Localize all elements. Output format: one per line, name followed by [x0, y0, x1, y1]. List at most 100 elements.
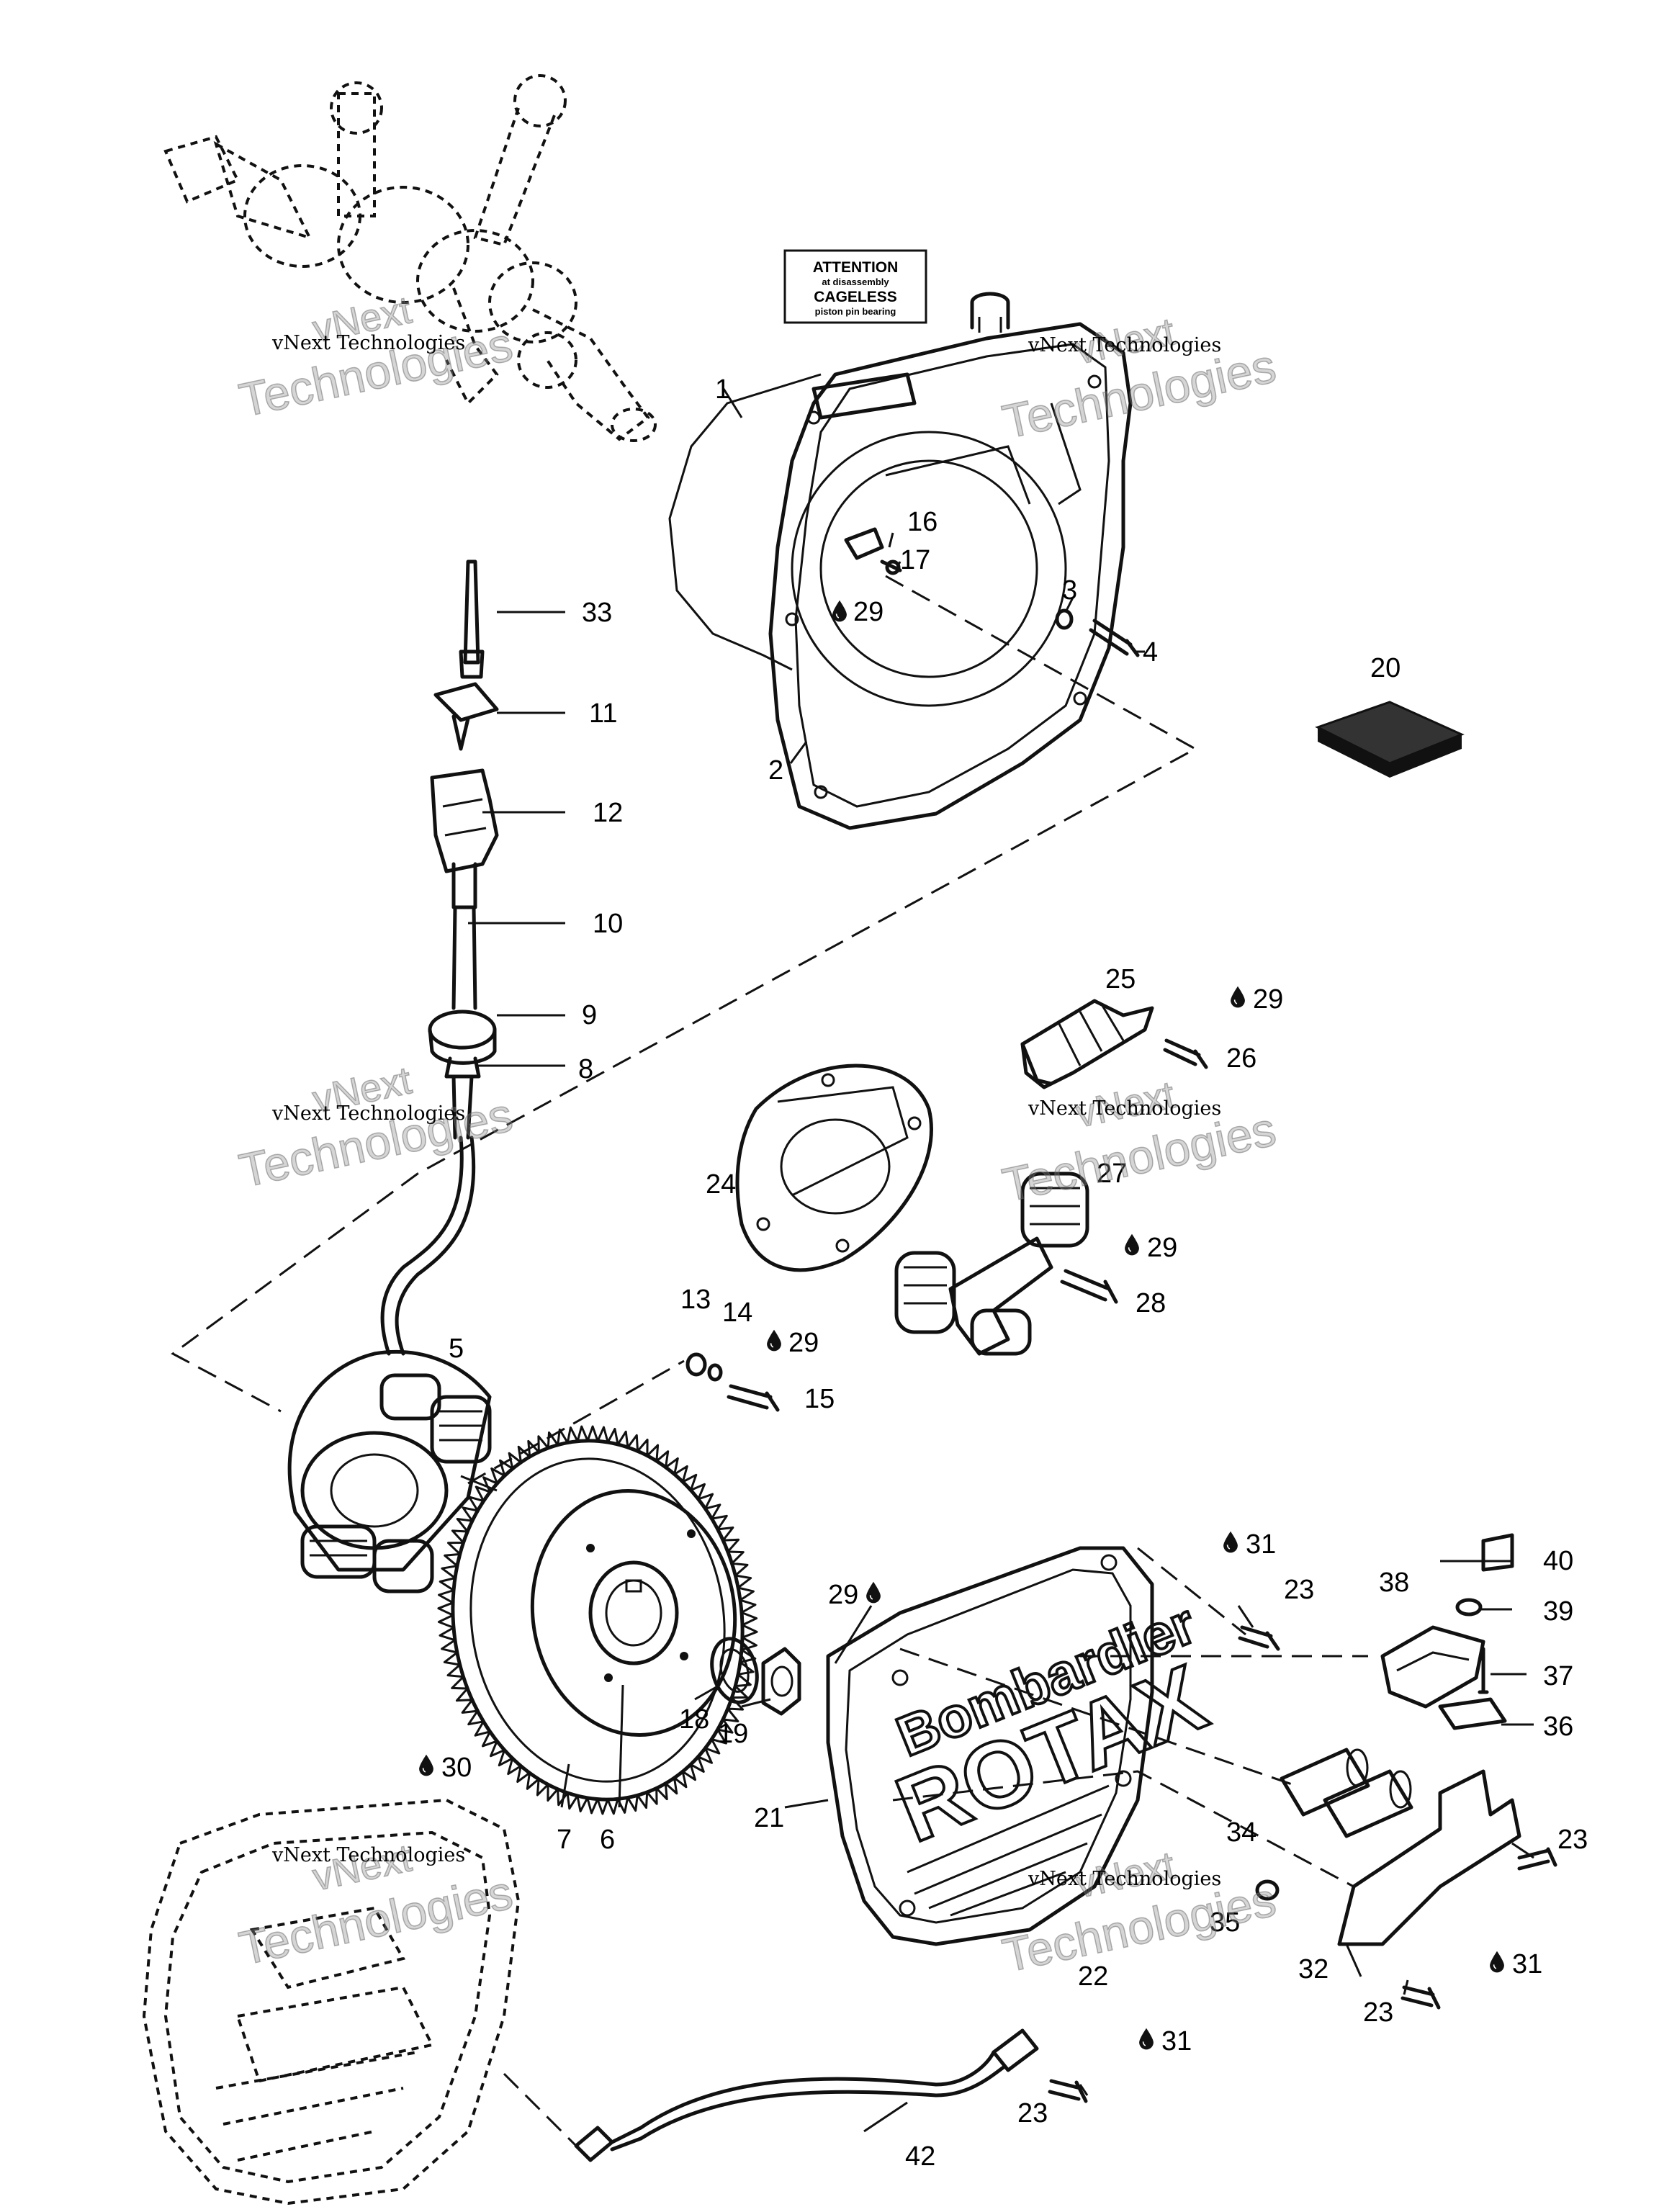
callout-32: 32 [1298, 1954, 1328, 1984]
callout-27: 27 [1097, 1159, 1127, 1189]
callout-23c: 23 [1363, 1997, 1393, 2028]
screw-28 [1060, 1269, 1118, 1304]
stator-5 [287, 1350, 498, 1593]
callout-23a: 23 [1284, 1575, 1314, 1605]
callout-5: 5 [449, 1334, 464, 1364]
screw-40 [1481, 1533, 1514, 1572]
callout-14: 14 [722, 1298, 752, 1328]
sleeves-34 [1280, 1748, 1413, 1838]
callout-28: 28 [1136, 1288, 1166, 1318]
attention-label-plate: ATTENTION at disassembly CAGELESS piston… [783, 249, 927, 324]
alignment-dashes [171, 575, 1368, 2147]
callout-4: 4 [1143, 637, 1158, 667]
callout-2: 2 [768, 755, 783, 786]
callout-26: 26 [1226, 1043, 1256, 1074]
screw-23c [1401, 1985, 1441, 2010]
callout-29b: 29 [1253, 984, 1283, 1015]
callout-18: 18 [679, 1704, 709, 1735]
screw-23b [1517, 1847, 1557, 1871]
callout-23d: 23 [1017, 2098, 1048, 2128]
nut-19 [761, 1647, 801, 1716]
pin-37 [1478, 1647, 1489, 1694]
screw-4 [1089, 619, 1140, 657]
flywheel-ring-gear [437, 1425, 758, 1815]
callout-24: 24 [706, 1169, 736, 1200]
callout-33: 33 [582, 598, 612, 628]
callout-23b: 23 [1557, 1825, 1588, 1855]
watermark-small-1: vNext Technologies [271, 332, 465, 354]
callout-22: 22 [1078, 1961, 1108, 1992]
callout-9: 9 [582, 1000, 597, 1030]
washer-14 [707, 1363, 723, 1382]
callout-38: 38 [1379, 1568, 1409, 1598]
part-16 [844, 527, 884, 560]
callout-29d: 29 [788, 1328, 819, 1358]
callout-21: 21 [754, 1803, 784, 1833]
callout-34: 34 [1226, 1817, 1256, 1848]
oil-drop-icon [1138, 2027, 1154, 2050]
clip-36 [1438, 1697, 1507, 1730]
watermark-small-5: vNext Technologies [271, 1844, 465, 1866]
washer-13 [685, 1352, 707, 1377]
generating-coil-27 [894, 1172, 1089, 1356]
plate-line-2: at disassembly [822, 276, 889, 287]
oil-drop-icon [832, 599, 848, 622]
screw-23a [1238, 1625, 1280, 1651]
callout-15: 15 [804, 1384, 835, 1414]
bracket-38 [1380, 1625, 1485, 1709]
oil-drop-icon [1230, 985, 1246, 1008]
part-20-block [1315, 701, 1465, 778]
callout-36: 36 [1543, 1712, 1573, 1742]
ring-gear-outline [437, 1425, 758, 1815]
callout-6: 6 [600, 1825, 615, 1855]
callout-30: 30 [441, 1753, 472, 1783]
callout-16: 16 [907, 507, 938, 537]
plate-line-3: CAGELESS [814, 289, 897, 305]
oil-drop-icon [418, 1753, 434, 1776]
washer-3 [1055, 608, 1074, 630]
gear-teeth [437, 1425, 758, 1815]
magneto-housing [668, 292, 1133, 830]
callout-35: 35 [1210, 1907, 1240, 1938]
callout-31a: 31 [1246, 1529, 1276, 1560]
watermark-small-6: vNext Technologies [1028, 1868, 1221, 1890]
callout-19: 19 [718, 1719, 748, 1749]
screw-23d [1048, 2079, 1088, 2103]
callout-39: 39 [1543, 1596, 1573, 1627]
callout-8: 8 [578, 1054, 593, 1084]
callout-1: 1 [715, 374, 730, 405]
callout-10: 10 [593, 909, 623, 939]
stator-plate-24 [735, 1064, 933, 1272]
callout-29a: 29 [853, 597, 884, 627]
bracket-32 [1337, 1769, 1521, 1946]
callout-12: 12 [593, 798, 623, 828]
plate-line-4: piston pin bearing [815, 306, 896, 317]
callout-numbers: 1 2 3 4 5 6 7 8 9 10 11 12 13 14 15 16 1… [441, 374, 1588, 2172]
callout-31c: 31 [1161, 2026, 1192, 2056]
crankshaft-ghost [163, 74, 657, 442]
callout-11: 11 [589, 698, 617, 729]
sensor-wire-assembly [380, 559, 499, 1356]
callout-17: 17 [900, 545, 930, 575]
leader-lines [468, 388, 1534, 2133]
callout-37: 37 [1543, 1661, 1573, 1691]
oil-drop-icon [766, 1328, 782, 1352]
callout-31b: 31 [1512, 1949, 1542, 1979]
screw-26 [1163, 1038, 1208, 1069]
callout-20: 20 [1370, 653, 1401, 683]
trigger-coil-25 [1020, 999, 1154, 1089]
callout-29e: 29 [828, 1580, 858, 1610]
callout-13: 13 [680, 1285, 711, 1315]
oil-drop-icon [1489, 1950, 1505, 1973]
oil-drop-icon [866, 1581, 881, 1604]
oil-drop-icon [1124, 1233, 1140, 1256]
washer-18 [710, 1637, 759, 1704]
washer-39 [1455, 1598, 1483, 1617]
ground-cable-42 [574, 2028, 1039, 2162]
callout-3: 3 [1062, 575, 1077, 606]
plate-line-1: ATTENTION [813, 259, 899, 276]
screw-15 [727, 1384, 780, 1412]
watermark-small-2: vNext Technologies [1028, 334, 1221, 356]
watermark-small-4: vNext Technologies [1028, 1097, 1221, 1120]
